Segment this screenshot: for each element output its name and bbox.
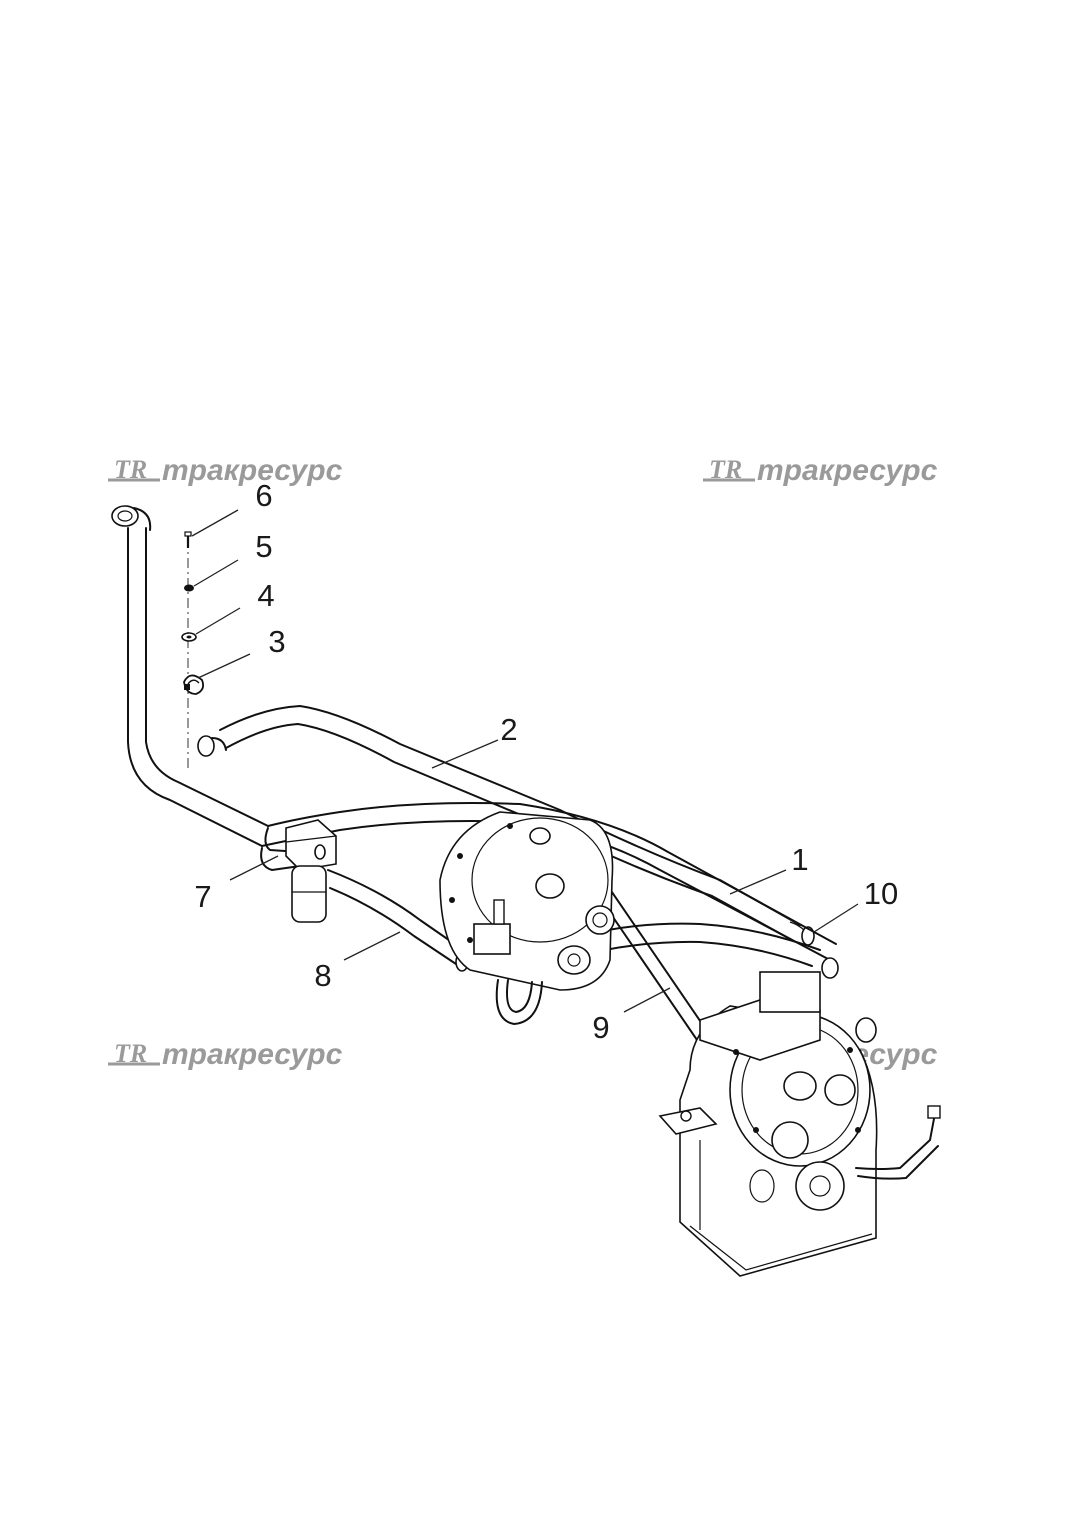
callout-4: 4 [257, 578, 274, 613]
callout-10: 10 [864, 876, 898, 911]
watermark-logo: TR [114, 1039, 147, 1068]
filter-canister [291, 865, 327, 923]
watermark-text: тракресурс [162, 1038, 343, 1071]
washer-icon [181, 632, 197, 642]
callout-3: 3 [268, 624, 285, 659]
nut-icon [184, 584, 194, 592]
transmission [658, 957, 941, 1277]
watermark-text: тракресурс [757, 454, 938, 487]
callout-2: 2 [500, 712, 517, 747]
watermark-logo: TR [114, 455, 147, 484]
callout-9: 9 [592, 1010, 609, 1045]
watermark-top-left: TR тракресурс [108, 454, 343, 487]
bolt-icon [184, 531, 192, 548]
callout-6: 6 [255, 478, 272, 513]
control-valve [759, 971, 821, 1013]
valve-block [473, 923, 511, 955]
filter-assembly [260, 819, 337, 923]
watermark-text: тракресурс [162, 454, 343, 487]
elbow-fitting-icon [197, 735, 227, 757]
callout-7: 7 [194, 879, 211, 914]
watermark-top-right: TR тракресурс [703, 454, 938, 487]
fastener-stack [181, 531, 205, 770]
leader-lines [191, 509, 859, 1013]
callout-8: 8 [314, 958, 331, 993]
callout-1: 1 [791, 842, 808, 877]
watermark-logo: TR [709, 455, 742, 484]
watermark-bottom-left: TR тракресурс [108, 1038, 343, 1071]
hose-2 [197, 705, 815, 946]
vertical-pipe [111, 505, 269, 847]
clamp-icon [183, 674, 205, 695]
torque-converter [439, 811, 615, 1025]
callout-5: 5 [255, 529, 272, 564]
